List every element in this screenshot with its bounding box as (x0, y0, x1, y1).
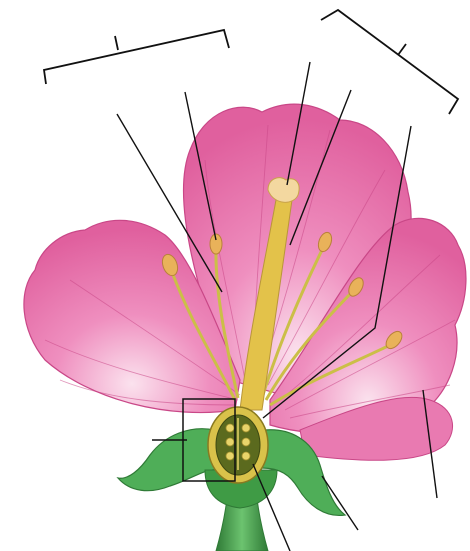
ovule (242, 438, 250, 446)
right-bracket (321, 10, 458, 114)
right-bracket-tick (398, 44, 406, 55)
ovule (242, 452, 250, 460)
left-bracket-tick (115, 36, 118, 50)
label-brackets (44, 10, 458, 114)
ovule (242, 424, 250, 432)
ovule (226, 424, 234, 432)
left-bracket (44, 30, 229, 84)
ovule (226, 452, 234, 460)
ovule (226, 438, 234, 446)
